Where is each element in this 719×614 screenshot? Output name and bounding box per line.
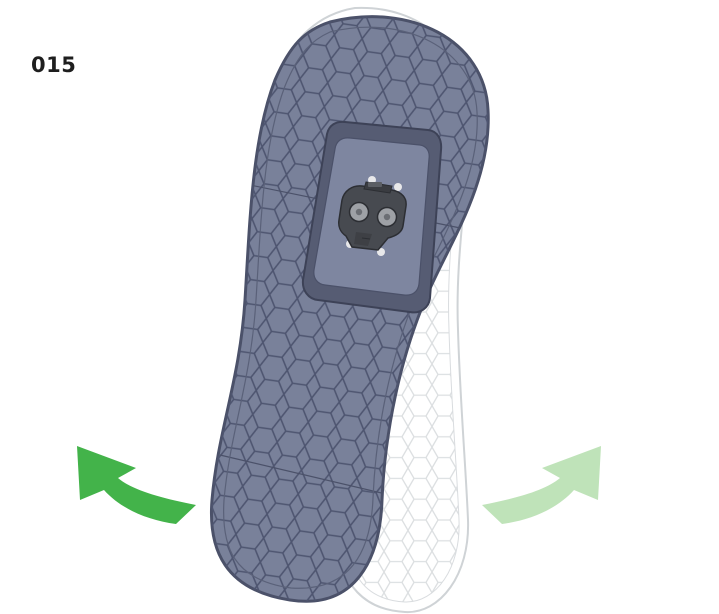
rotate-right-arrow-icon (482, 446, 601, 524)
rotate-left-arrow-icon (77, 446, 196, 524)
